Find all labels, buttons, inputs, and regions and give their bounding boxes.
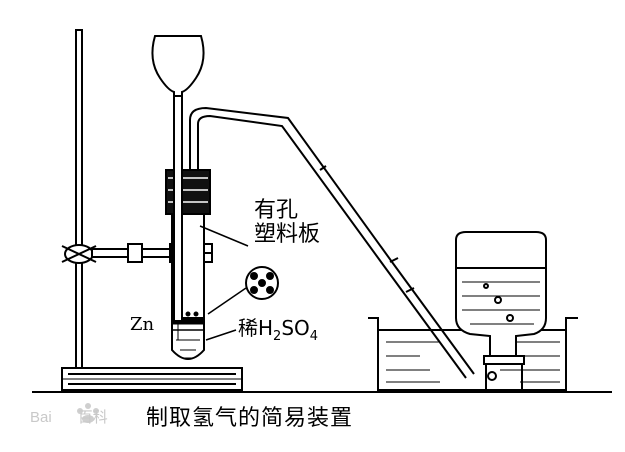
plate-inset — [245, 266, 279, 300]
label-pointers — [199, 225, 249, 341]
watermark-text-right: 百科 — [77, 409, 108, 426]
label-acid-sub1: 2 — [273, 329, 282, 344]
label-acid-prefix: 稀H — [238, 316, 274, 340]
label-zinc: Zn — [130, 314, 155, 335]
collection-bottle — [455, 231, 547, 357]
delivery-tube — [189, 106, 475, 379]
stand-base — [61, 367, 243, 391]
rubber-stopper — [165, 169, 211, 215]
label-plate-line1: 有孔 — [254, 198, 299, 223]
thistle-funnel — [151, 35, 205, 322]
watermark-text-left: Bai — [30, 409, 52, 426]
stand-rod — [75, 29, 83, 369]
label-acid-sub2: 4 — [309, 329, 319, 344]
label-acid-mid: SO — [281, 316, 310, 340]
label-plate-line2: 塑料板 — [254, 222, 321, 247]
bottle-support — [483, 355, 525, 390]
diagram-caption: 制取氢气的简易装置 — [146, 406, 354, 431]
label-acid: 稀H2SO4 — [238, 318, 318, 343]
watermark: Bai 百科 — [30, 406, 108, 427]
watermark-logo-icon — [77, 403, 99, 423]
